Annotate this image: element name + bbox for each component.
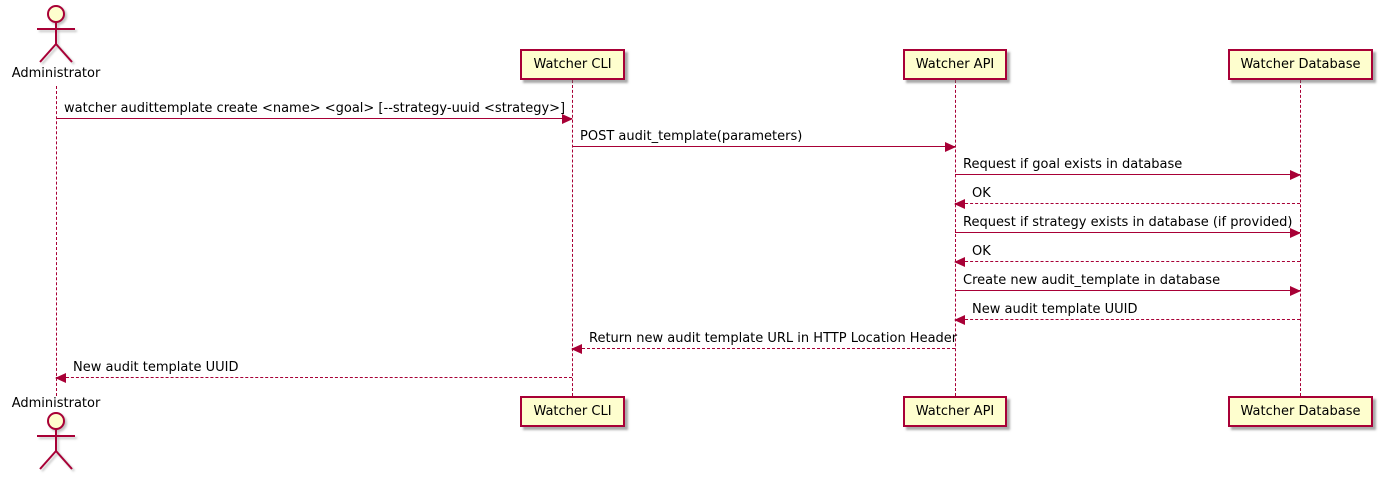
message-cli-to-administrator: New audit template UUID — [55, 360, 572, 383]
message-db-to-api: New audit template UUID — [954, 302, 1300, 325]
actor-icon — [37, 412, 75, 470]
arrowhead-icon — [571, 344, 582, 354]
arrowhead-icon — [954, 315, 965, 325]
actor-label: Administrator — [11, 396, 101, 411]
arrowhead-icon — [1290, 170, 1301, 180]
message-administrator-to-cli: watcher audittemplate create <name> <goa… — [56, 101, 573, 124]
participant-watcher-cli-top: Watcher CLI — [520, 49, 625, 80]
participant-label: Watcher CLI — [533, 404, 612, 419]
message-arrow-line — [955, 170, 1301, 180]
participant-label: Watcher API — [915, 57, 995, 72]
participant-watcher-database-top: Watcher Database — [1228, 49, 1373, 80]
message-api-to-db: Create new audit_template in database — [955, 273, 1301, 296]
participant-label: Watcher API — [915, 404, 995, 419]
message-label: New audit template UUID — [73, 360, 239, 375]
message-label: watcher audittemplate create <name> <goa… — [64, 101, 566, 116]
actor-label: Administrator — [11, 66, 101, 81]
arrowhead-icon — [1290, 286, 1301, 296]
message-label: Return new audit template URL in HTTP Lo… — [589, 331, 958, 346]
arrowhead-icon — [954, 257, 965, 267]
actor-administrator-top: Administrator — [1, 4, 111, 81]
arrowhead-icon — [562, 114, 573, 124]
message-api-to-cli: Return new audit template URL in HTTP Lo… — [571, 331, 958, 354]
arrowhead-icon — [1290, 228, 1301, 238]
participant-label: Watcher Database — [1240, 57, 1361, 72]
lifeline-watcher-cli — [572, 80, 573, 396]
participant-watcher-api-top: Watcher API — [903, 49, 1007, 80]
message-label: Request if strategy exists in database (… — [963, 215, 1293, 230]
participant-watcher-database-bottom: Watcher Database — [1228, 396, 1373, 427]
message-arrow-line — [55, 373, 572, 383]
arrowhead-icon — [954, 199, 965, 209]
participant-watcher-cli-bottom: Watcher CLI — [520, 396, 625, 427]
message-api-to-db: Request if goal exists in database — [955, 157, 1301, 180]
actor-icon — [37, 5, 75, 63]
message-arrow-line — [955, 286, 1301, 296]
message-label: OK — [972, 186, 991, 201]
message-cli-to-api: POST audit_template(parameters) — [572, 129, 956, 152]
lifeline-watcher-api — [955, 80, 956, 396]
message-arrow-line — [954, 315, 1300, 325]
lifeline-administrator — [56, 86, 57, 396]
arrowhead-icon — [55, 373, 66, 383]
message-arrow-line — [572, 142, 956, 152]
message-label: New audit template UUID — [972, 302, 1138, 317]
message-label: Create new audit_template in database — [963, 273, 1221, 288]
actor-administrator-bottom: Administrator — [1, 396, 111, 473]
message-arrow-line — [56, 114, 573, 124]
participant-label: Watcher Database — [1240, 404, 1361, 419]
message-db-to-api: OK — [954, 244, 1300, 267]
message-arrow-line — [571, 344, 955, 354]
participant-watcher-api-bottom: Watcher API — [903, 396, 1007, 427]
message-label: Request if goal exists in database — [963, 157, 1183, 172]
message-arrow-line — [954, 199, 1300, 209]
arrowhead-icon — [945, 142, 956, 152]
message-label: POST audit_template(parameters) — [580, 129, 803, 144]
participant-label: Watcher CLI — [533, 57, 612, 72]
message-api-to-db: Request if strategy exists in database (… — [955, 215, 1301, 238]
message-db-to-api: OK — [954, 186, 1300, 209]
message-label: OK — [972, 244, 991, 259]
message-arrow-line — [954, 257, 1300, 267]
message-arrow-line — [955, 228, 1301, 238]
lifeline-watcher-database — [1300, 80, 1301, 396]
